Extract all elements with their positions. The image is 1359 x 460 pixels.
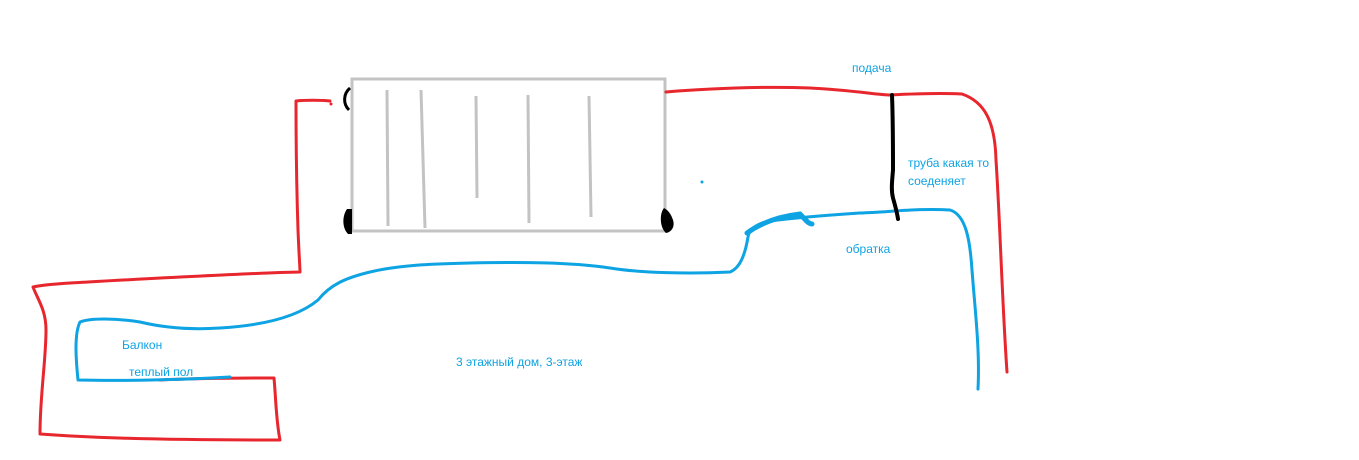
radiator-frame bbox=[350, 77, 667, 233]
house-label: 3 этажный дом, 3-этаж bbox=[456, 355, 583, 369]
radiator-valve-bottom-left bbox=[343, 209, 352, 234]
supply-loop bbox=[31, 98, 332, 442]
supply-label: подача bbox=[852, 61, 892, 75]
radiator-fin bbox=[474, 95, 479, 199]
radiator-fin bbox=[526, 94, 531, 224]
balcony-label: Балкон bbox=[122, 338, 163, 352]
return-dot bbox=[700, 180, 704, 184]
supply-dot bbox=[329, 102, 333, 106]
radiator-fin bbox=[385, 89, 390, 227]
radiator bbox=[350, 77, 667, 233]
radiator-fin bbox=[587, 95, 593, 218]
return-pipe bbox=[74, 207, 980, 391]
radiator-fin bbox=[419, 89, 427, 229]
radiator-valve-top-left bbox=[343, 86, 352, 112]
connector-label: труба какая то соеденяет bbox=[908, 156, 990, 188]
return-pipe-joint bbox=[744, 211, 815, 236]
connector-pipe bbox=[889, 93, 900, 221]
radiator-valve-bottom-right bbox=[660, 208, 674, 233]
warm-floor-label: теплый пол bbox=[129, 365, 194, 379]
supply-pipe bbox=[664, 85, 1009, 374]
return-label: обратка bbox=[846, 242, 891, 256]
